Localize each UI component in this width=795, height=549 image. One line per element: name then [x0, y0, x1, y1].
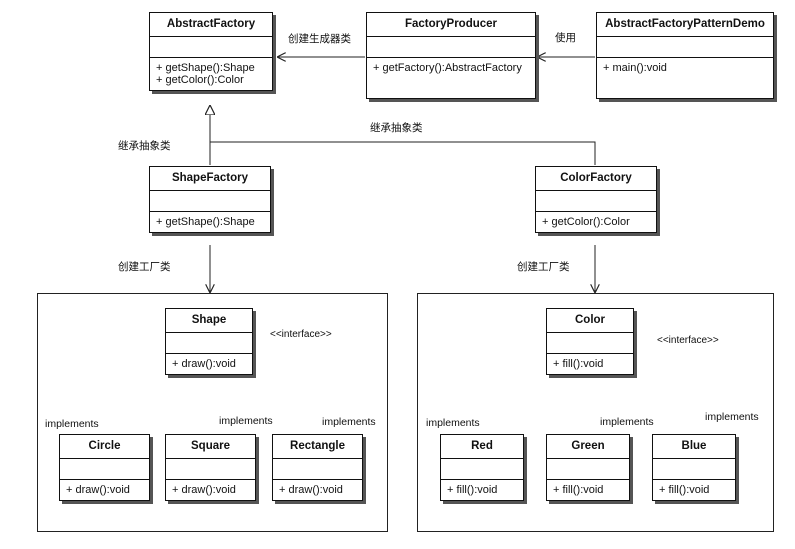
abstract-factory-op-get-color: + getColor():Color — [156, 74, 244, 86]
circle-class[interactable]: Circle + draw():void — [59, 434, 150, 501]
implements-label-rectangle: implements — [322, 416, 376, 428]
green-class[interactable]: Green + fill():void — [546, 434, 630, 501]
demo-class[interactable]: AbstractFactoryPatternDemo + main():void — [596, 12, 774, 99]
color-factory-name: ColorFactory — [536, 167, 656, 191]
rectangle-op-draw: + draw():void — [279, 484, 343, 496]
color-factory-op-get-color: + getColor():Color — [542, 216, 630, 228]
implements-label-square: implements — [219, 415, 273, 427]
green-operations: + fill():void — [547, 480, 629, 500]
implements-label-red: implements — [426, 417, 480, 429]
factory-producer-operations: + getFactory():AbstractFactory — [367, 58, 535, 98]
color-factory-attributes — [536, 191, 656, 212]
color-interface-stereotype: <<interface>> — [657, 335, 719, 346]
blue-attributes — [653, 459, 735, 480]
demo-operations: + main():void — [597, 58, 773, 98]
square-attributes — [166, 459, 255, 480]
inherit-abstract-label-left: 继承抽象类 — [118, 140, 171, 152]
color-factory-class[interactable]: ColorFactory + getColor():Color — [535, 166, 657, 233]
color-operations: + fill():void — [547, 354, 633, 374]
circle-operations: + draw():void — [60, 480, 149, 500]
abstract-factory-op-get-shape: + getShape():Shape — [156, 62, 255, 74]
blue-op-fill: + fill():void — [659, 484, 710, 496]
factory-producer-op-get-factory: + getFactory():AbstractFactory — [373, 62, 522, 74]
color-name: Color — [547, 309, 633, 333]
square-op-draw: + draw():void — [172, 484, 236, 496]
factory-producer-name: FactoryProducer — [367, 13, 535, 37]
circle-attributes — [60, 459, 149, 480]
shape-interface-class[interactable]: Shape + draw():void — [165, 308, 253, 375]
create-factory-label-left: 创建工厂类 — [118, 261, 171, 273]
shape-factory-op-get-shape: + getShape():Shape — [156, 216, 255, 228]
shape-operations: + draw():void — [166, 354, 252, 374]
shape-factory-operations: + getShape():Shape — [150, 212, 270, 232]
red-operations: + fill():void — [441, 480, 523, 500]
circle-name: Circle — [60, 435, 149, 459]
color-factory-operations: + getColor():Color — [536, 212, 656, 232]
use-label: 使用 — [555, 32, 576, 44]
square-name: Square — [166, 435, 255, 459]
shape-factory-attributes — [150, 191, 270, 212]
green-op-fill: + fill():void — [553, 484, 604, 496]
rectangle-class[interactable]: Rectangle + draw():void — [272, 434, 363, 501]
factory-producer-class[interactable]: FactoryProducer + getFactory():AbstractF… — [366, 12, 536, 99]
rectangle-operations: + draw():void — [273, 480, 362, 500]
demo-attributes — [597, 37, 773, 58]
green-name: Green — [547, 435, 629, 459]
blue-class[interactable]: Blue + fill():void — [652, 434, 736, 501]
inherit-abstract-label-right: 继承抽象类 — [370, 122, 423, 134]
circle-op-draw: + draw():void — [66, 484, 130, 496]
shape-op-draw: + draw():void — [172, 358, 236, 370]
green-attributes — [547, 459, 629, 480]
square-operations: + draw():void — [166, 480, 255, 500]
implements-label-blue: implements — [705, 411, 759, 423]
implements-label-green: implements — [600, 416, 654, 428]
inherit-abstract-connector — [210, 105, 596, 165]
factory-producer-attributes — [367, 37, 535, 58]
blue-operations: + fill():void — [653, 480, 735, 500]
red-op-fill: + fill():void — [447, 484, 498, 496]
abstract-factory-name: AbstractFactory — [150, 13, 272, 37]
red-name: Red — [441, 435, 523, 459]
shape-interface-stereotype: <<interface>> — [270, 329, 332, 340]
abstract-factory-operations: + getShape():Shape + getColor():Color — [150, 58, 272, 90]
color-attributes — [547, 333, 633, 354]
blue-name: Blue — [653, 435, 735, 459]
abstract-factory-class[interactable]: AbstractFactory + getShape():Shape + get… — [149, 12, 273, 91]
shape-factory-class[interactable]: ShapeFactory + getShape():Shape — [149, 166, 271, 233]
color-interface-class[interactable]: Color + fill():void — [546, 308, 634, 375]
color-op-fill: + fill():void — [553, 358, 604, 370]
red-class[interactable]: Red + fill():void — [440, 434, 524, 501]
shape-factory-name: ShapeFactory — [150, 167, 270, 191]
create-factory-label-right: 创建工厂类 — [517, 261, 570, 273]
demo-name: AbstractFactoryPatternDemo — [597, 13, 773, 37]
rectangle-attributes — [273, 459, 362, 480]
square-class[interactable]: Square + draw():void — [165, 434, 256, 501]
demo-op-main: + main():void — [603, 62, 667, 74]
red-attributes — [441, 459, 523, 480]
abstract-factory-attributes — [150, 37, 272, 58]
shape-attributes — [166, 333, 252, 354]
implements-label-circle: implements — [45, 418, 99, 430]
rectangle-name: Rectangle — [273, 435, 362, 459]
create-generator-label: 创建生成器类 — [288, 33, 351, 45]
shape-name: Shape — [166, 309, 252, 333]
